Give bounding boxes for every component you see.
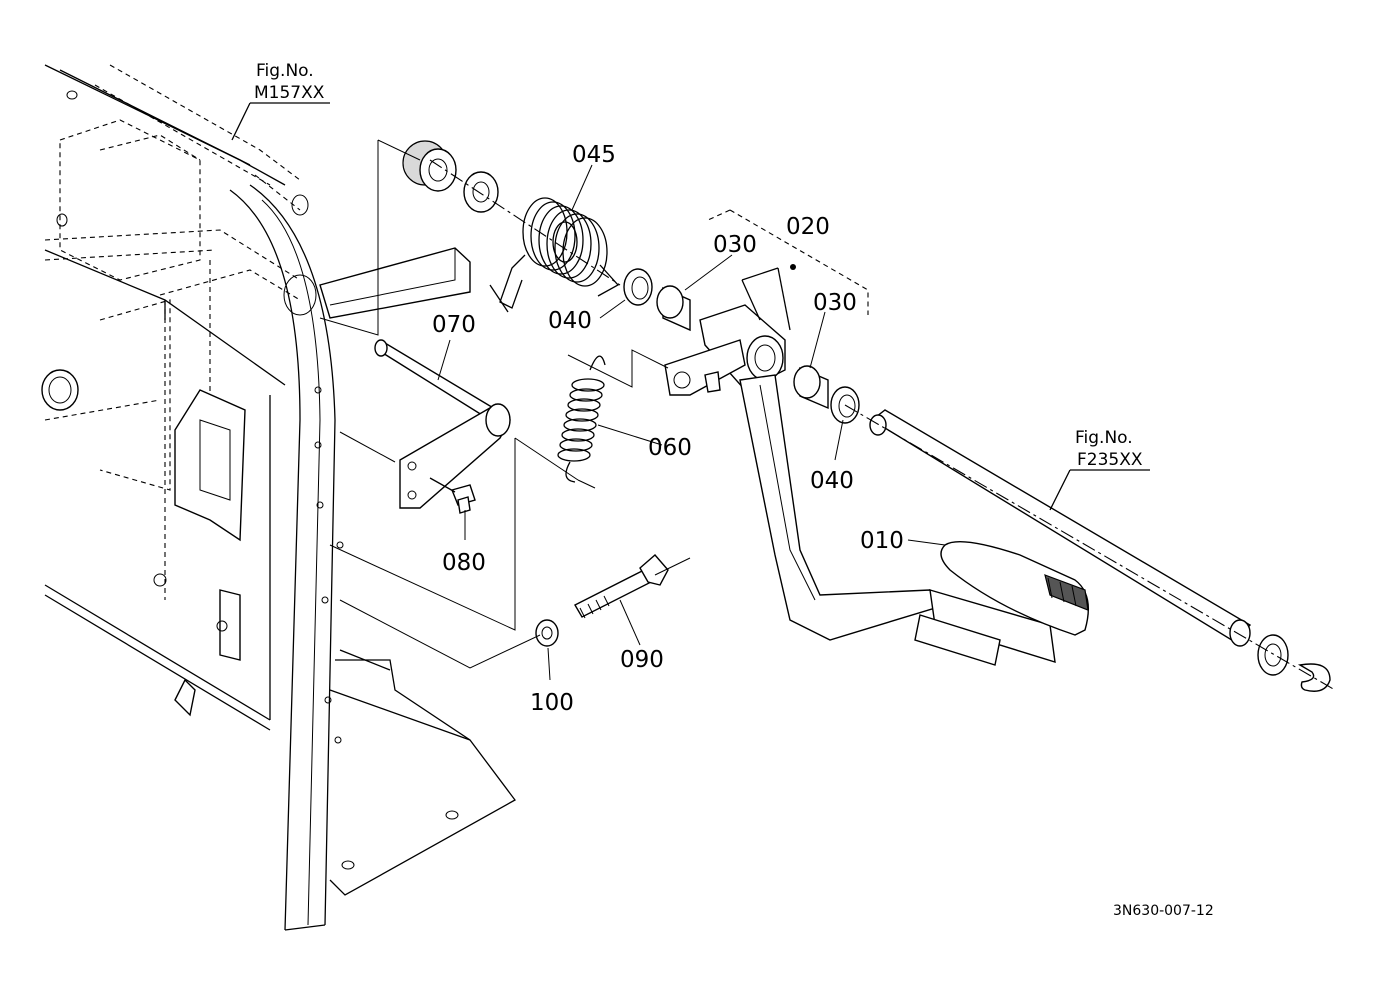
part-080-bolt (429, 477, 476, 514)
label-100: 100 (530, 690, 574, 716)
part-045-torsion-spring (402, 140, 620, 313)
assembly-lines (231, 102, 1336, 691)
part-labels: 045 020 030 040 030 040 070 060 010 080 … (432, 142, 904, 716)
coil-spring (489, 197, 620, 313)
label-090: 090 (620, 647, 664, 673)
part-100-nut (535, 619, 559, 647)
label-045: 045 (572, 142, 616, 168)
part-060-extension-spring (557, 355, 606, 483)
label-020: 020 (786, 214, 830, 240)
fig-ref-top-line2: M157XX (254, 83, 325, 103)
top-bushing (402, 140, 499, 213)
frame-assembly (41, 64, 516, 931)
label-030-lower: 030 (813, 290, 857, 316)
fig-ref-right-line1: Fig.No. (1075, 428, 1133, 448)
label-060: 060 (648, 435, 692, 461)
fig-ref-top-line1: Fig.No. (256, 61, 314, 81)
label-030-upper: 030 (713, 232, 757, 258)
fig-ref-right-line2: F235XX (1077, 450, 1143, 470)
label-070: 070 (432, 312, 476, 338)
part-040-upper-washer (623, 268, 653, 306)
pedal-shaft (869, 409, 1331, 692)
part-090-long-bolt (574, 554, 669, 619)
part-020-pedal-arm (664, 267, 947, 641)
figure-reference-right: Fig.No. F235XX (1075, 428, 1143, 470)
part-030-lower-bushing (793, 365, 829, 410)
label-010: 010 (860, 528, 904, 554)
label-040-lower: 040 (810, 468, 854, 494)
label-040-upper: 040 (548, 308, 592, 334)
part-070-pin-arm (374, 339, 511, 509)
diagram-code: 3N630-007-12 (1113, 903, 1214, 919)
label-080: 080 (442, 550, 486, 576)
part-030-upper-bushing (656, 285, 691, 332)
label-leaders (437, 164, 946, 681)
figure-reference-top: Fig.No. M157XX (254, 61, 325, 103)
part-010-pedal-pad (914, 540, 1089, 666)
